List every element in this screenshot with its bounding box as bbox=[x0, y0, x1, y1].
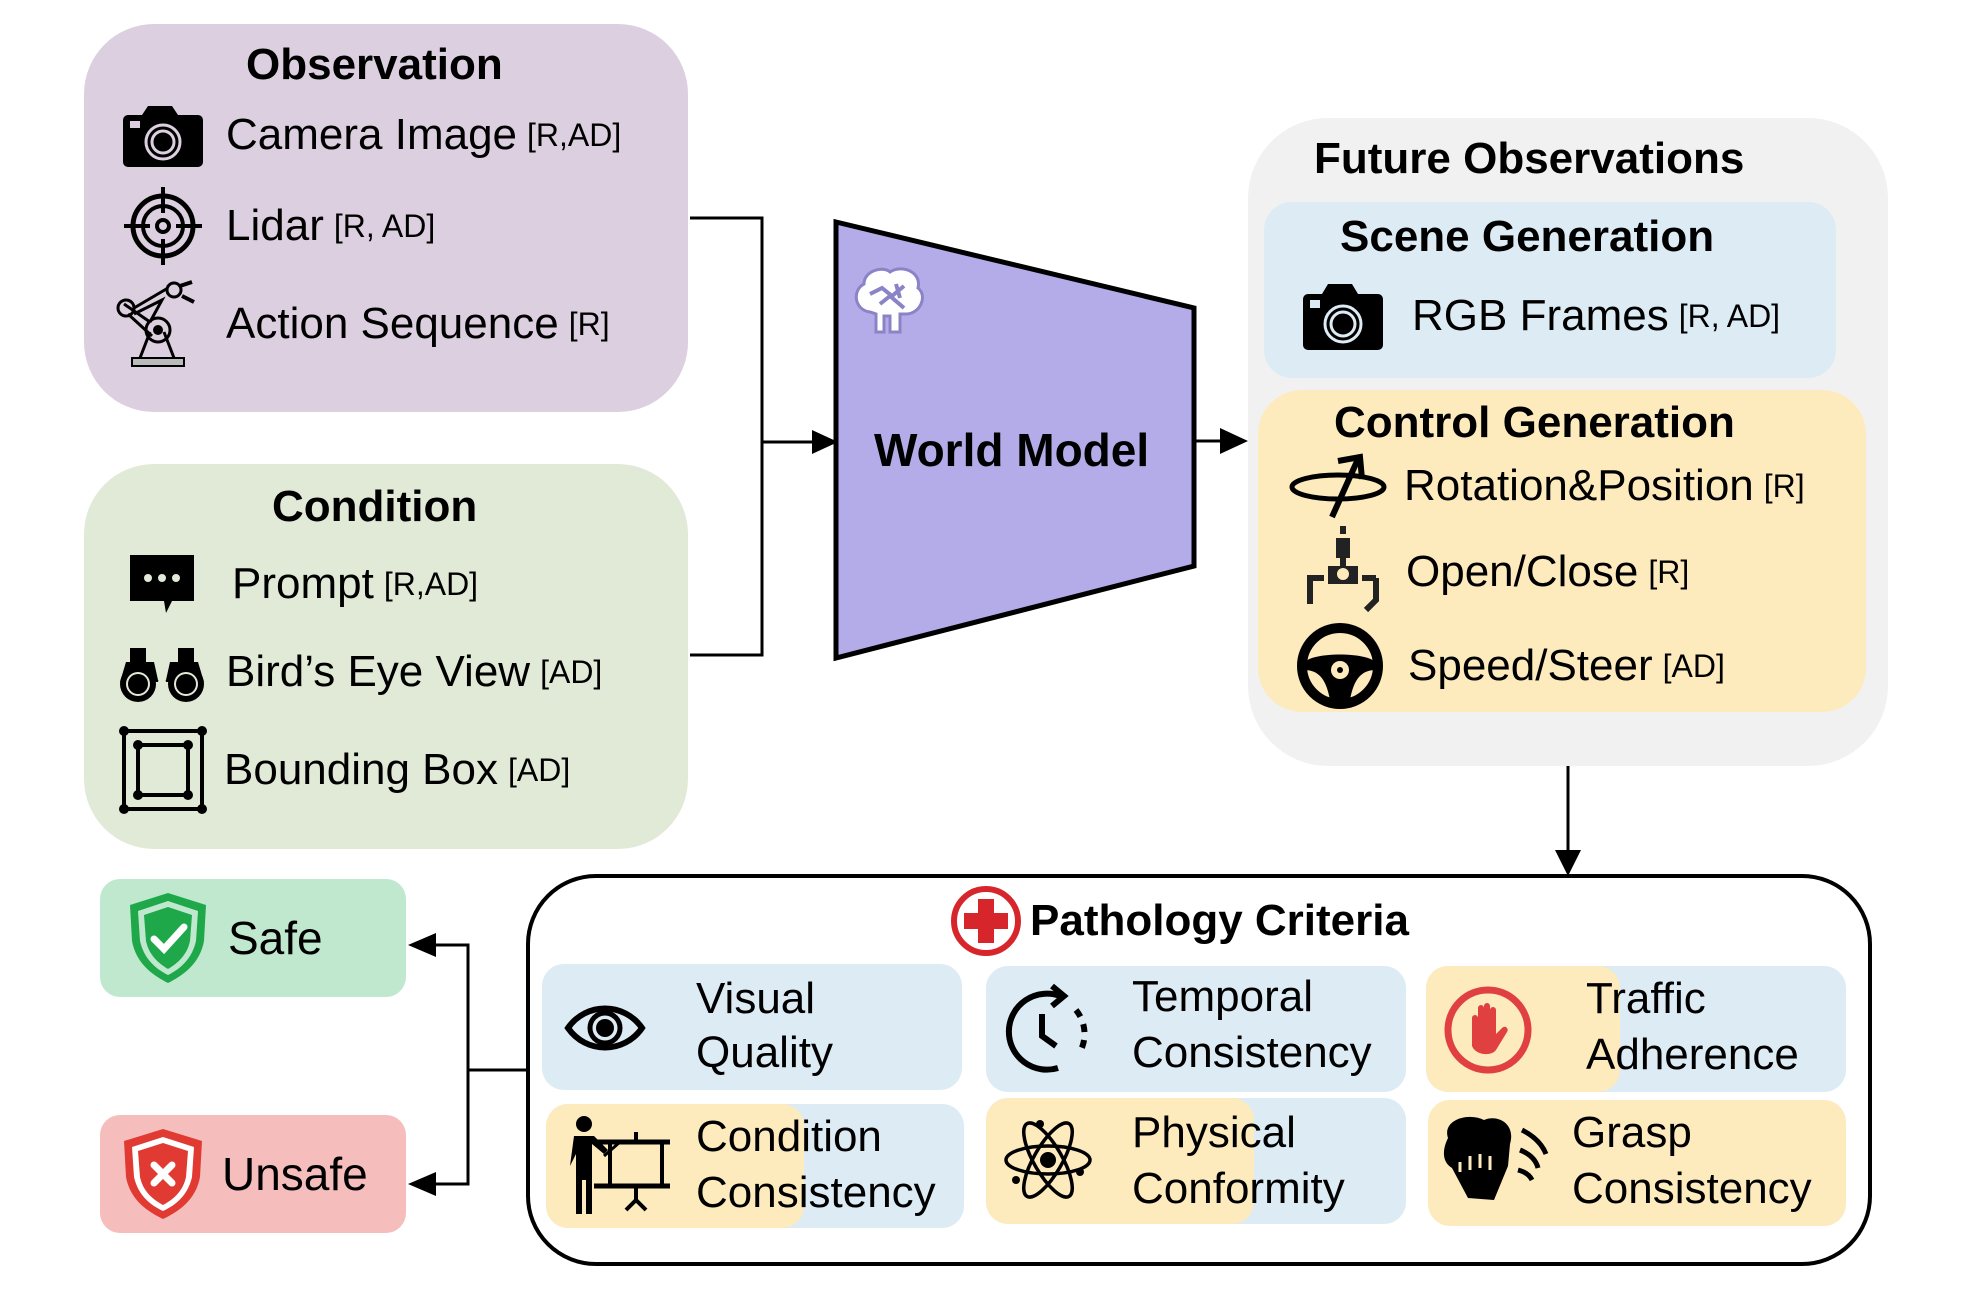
output-arrowhead bbox=[1220, 428, 1248, 454]
criterion-line2: Consistency bbox=[1132, 1028, 1372, 1077]
observation-item-label: Camera Image bbox=[226, 110, 518, 159]
observation-item-tag: [R] bbox=[568, 305, 610, 342]
observation-item-camera: Camera Image [R,AD] bbox=[122, 96, 621, 174]
criterion-line1: Temporal bbox=[1132, 972, 1313, 1021]
criterion-traffic-adherence: Traffic Adherence bbox=[1426, 966, 1846, 1092]
safe-label: Safe bbox=[228, 912, 323, 964]
criterion-grasp-consistency: Grasp Consistency bbox=[1428, 1100, 1846, 1226]
condition-item-tag: [AD] bbox=[540, 653, 603, 690]
control-item-rotation-position: Rotation&Position [R] bbox=[1288, 452, 1805, 520]
control-generation-panel: Control Generation Rotation&Position [R]… bbox=[1258, 390, 1866, 712]
scene-item-rgb-frames: RGB Frames [R, AD] bbox=[1302, 276, 1780, 356]
unsafe-arrowhead bbox=[408, 1172, 436, 1196]
crosshair-target-icon bbox=[122, 185, 204, 267]
observation-item-tag: [R, AD] bbox=[333, 207, 436, 244]
observation-connector bbox=[690, 216, 764, 442]
future-observations-title: Future Observations bbox=[1314, 134, 1745, 183]
condition-title: Condition bbox=[272, 482, 478, 531]
condition-item-label: Bird’s Eye View bbox=[226, 647, 531, 696]
criterion-physical-conformity: Physical Conformity bbox=[986, 1098, 1406, 1224]
presenter-board-icon bbox=[570, 1114, 680, 1218]
criterion-temporal-consistency: Temporal Consistency bbox=[986, 966, 1406, 1092]
criterion-visual-quality: Visual Quality bbox=[542, 964, 962, 1090]
condition-connector bbox=[690, 442, 764, 657]
control-item-tag: [R] bbox=[1648, 553, 1690, 590]
observation-title: Observation bbox=[246, 40, 503, 89]
bounding-box-icon bbox=[118, 725, 208, 815]
observation-item-lidar: Lidar [R, AD] bbox=[122, 186, 435, 266]
scene-generation-panel: Scene Generation RGB Frames [R, AD] bbox=[1264, 202, 1836, 378]
future-to-pathology-arrowhead bbox=[1555, 850, 1581, 876]
control-item-label: Open/Close bbox=[1406, 547, 1639, 596]
scene-item-tag: [R, AD] bbox=[1678, 297, 1781, 334]
robot-arm-icon bbox=[114, 278, 206, 370]
criterion-line1: Traffic bbox=[1586, 974, 1706, 1023]
brain-icon bbox=[850, 264, 928, 334]
observation-item-label: Action Sequence bbox=[226, 299, 559, 348]
world-model-trapezoid bbox=[833, 218, 1197, 662]
condition-item-label: Prompt bbox=[232, 559, 374, 608]
observation-item-tag: [R,AD] bbox=[527, 116, 622, 153]
safe-outcome: Safe bbox=[100, 879, 406, 997]
pathology-title-row: Pathology Criteria bbox=[950, 886, 1409, 956]
condition-item-prompt: Prompt [R,AD] bbox=[126, 546, 478, 622]
observation-item-label: Lidar bbox=[226, 201, 324, 250]
grasp-hand-icon bbox=[1438, 1110, 1568, 1210]
shield-x-icon bbox=[120, 1127, 206, 1221]
criterion-line1: Grasp bbox=[1572, 1108, 1692, 1157]
binoculars-icon bbox=[116, 640, 208, 704]
chat-bubble-icon bbox=[126, 551, 198, 617]
gripper-icon bbox=[1302, 526, 1384, 618]
steering-wheel-icon bbox=[1296, 622, 1384, 710]
world-model-block: World Model bbox=[830, 218, 1200, 664]
control-item-tag: [R] bbox=[1763, 467, 1805, 504]
camera-icon bbox=[1302, 280, 1384, 352]
condition-item-tag: [AD] bbox=[508, 751, 571, 788]
criterion-line2: Quality bbox=[696, 1028, 833, 1077]
unsafe-outcome: Unsafe bbox=[100, 1115, 406, 1233]
condition-item-bev: Bird’s Eye View [AD] bbox=[116, 632, 602, 712]
camera-icon bbox=[122, 102, 204, 168]
shield-check-icon bbox=[126, 891, 210, 985]
criterion-line2: Consistency bbox=[696, 1168, 936, 1217]
control-generation-title: Control Generation bbox=[1334, 398, 1735, 447]
future-observations-panel: Future Observations Scene Generation RGB… bbox=[1248, 118, 1888, 766]
atom-icon bbox=[1000, 1110, 1096, 1210]
eye-icon bbox=[564, 998, 646, 1058]
observation-panel: Observation Camera Image [R,AD] Lidar [R… bbox=[84, 24, 688, 412]
rotation-arrow-icon bbox=[1288, 451, 1398, 521]
criterion-condition-consistency: Condition Consistency bbox=[546, 1104, 964, 1228]
condition-item-label: Bounding Box bbox=[224, 745, 498, 794]
control-item-label: Rotation&Position bbox=[1404, 461, 1754, 510]
scene-generation-title: Scene Generation bbox=[1340, 212, 1715, 261]
unsafe-label: Unsafe bbox=[222, 1148, 368, 1200]
stop-hand-icon bbox=[1442, 984, 1534, 1076]
criterion-line2: Conformity bbox=[1132, 1164, 1345, 1213]
criterion-line1: Condition bbox=[696, 1112, 882, 1161]
clock-rotate-icon bbox=[1000, 980, 1096, 1080]
safe-unsafe-bracket bbox=[436, 943, 470, 1186]
condition-item-bbox: Bounding Box [AD] bbox=[118, 722, 570, 818]
criterion-scope-ad-fill bbox=[1426, 966, 1620, 1092]
medical-cross-icon bbox=[950, 885, 1022, 957]
world-model-label: World Model bbox=[874, 424, 1150, 476]
criterion-line1: Visual bbox=[696, 974, 816, 1023]
control-item-open-close: Open/Close [R] bbox=[1302, 526, 1689, 618]
pathology-title: Pathology Criteria bbox=[1030, 896, 1409, 945]
scene-item-label: RGB Frames bbox=[1412, 291, 1669, 340]
condition-panel: Condition Prompt [R,AD] Bird’s Eye View … bbox=[84, 464, 688, 849]
observation-item-action-sequence: Action Sequence [R] bbox=[114, 276, 610, 372]
control-item-label: Speed/Steer bbox=[1408, 641, 1653, 690]
input-arrowhead bbox=[812, 430, 838, 454]
control-item-speed-steer: Speed/Steer [AD] bbox=[1296, 620, 1725, 712]
control-item-tag: [AD] bbox=[1662, 647, 1725, 684]
safe-arrowhead bbox=[408, 933, 436, 957]
criterion-line2: Consistency bbox=[1572, 1164, 1812, 1213]
criterion-line1: Physical bbox=[1132, 1108, 1296, 1157]
criterion-line2: Adherence bbox=[1586, 1030, 1799, 1079]
condition-item-tag: [R,AD] bbox=[383, 565, 479, 602]
